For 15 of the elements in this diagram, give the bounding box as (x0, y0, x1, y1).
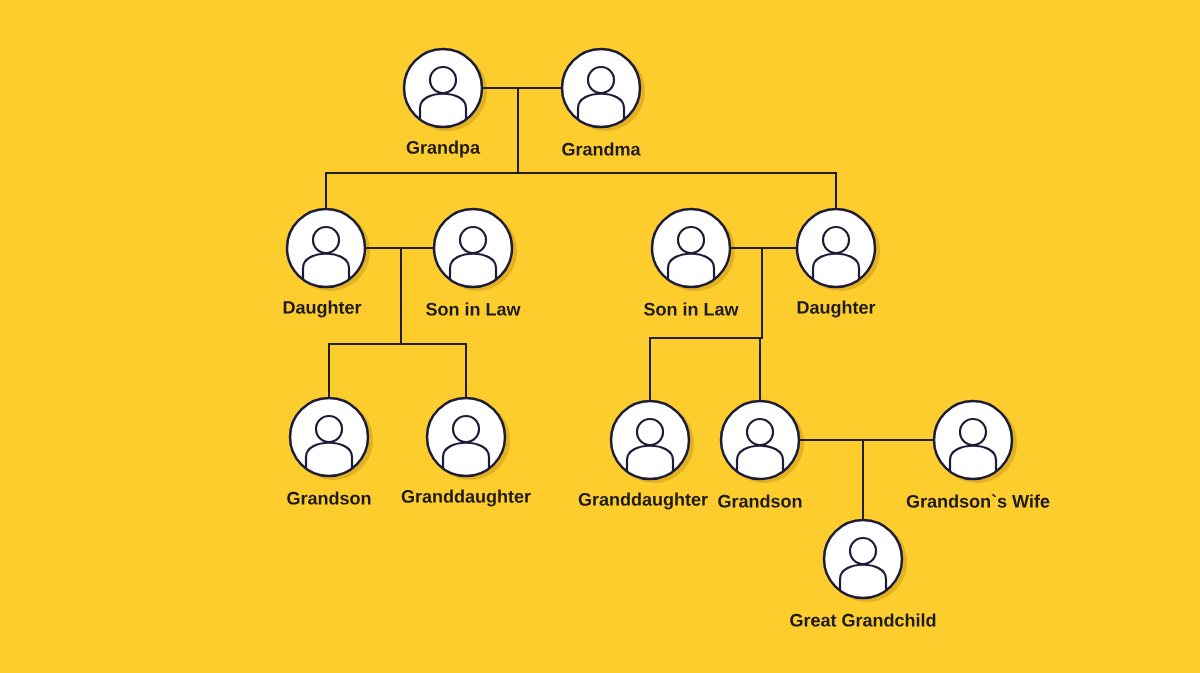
person-name: Son in Law (426, 302, 521, 316)
person-name: Granddaughter (578, 492, 708, 510)
person-name: Grandpa (406, 140, 481, 158)
person-name: Daughter (797, 300, 876, 318)
person-name: Grandson (718, 494, 802, 508)
person-name: Granddaughter (401, 489, 531, 507)
person-name: Great Grandchild (790, 613, 936, 627)
connector-line (862, 439, 934, 520)
connector-line (759, 247, 797, 401)
connector-line (400, 247, 467, 398)
person-name: Son in Law (644, 302, 739, 316)
person-name: Daughter (283, 300, 362, 318)
person-name: Grandson (287, 491, 371, 505)
person-name: Grandma (562, 142, 641, 156)
person-name: Grandson`s Wife (906, 494, 1050, 508)
